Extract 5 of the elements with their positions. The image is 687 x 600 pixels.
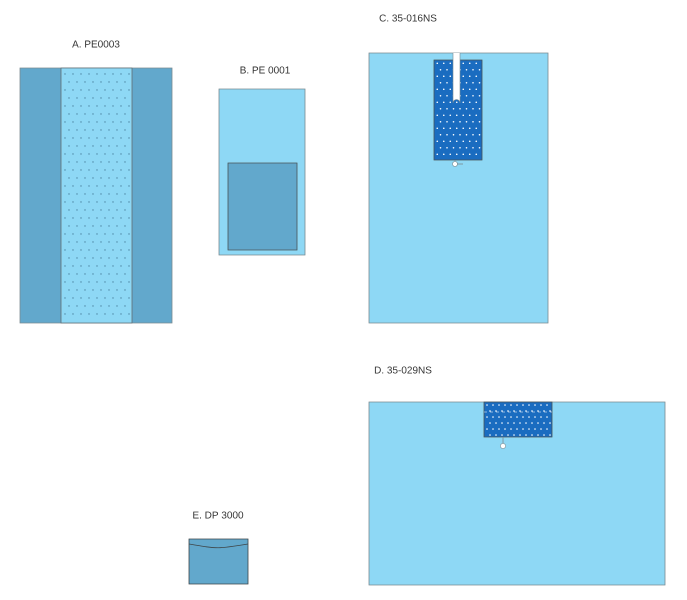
drape-heading: E. DP 3000 bbox=[193, 511, 244, 519]
drape-heading: A. PE0003 bbox=[72, 40, 120, 48]
drape-heading: D. 35-029NS bbox=[374, 366, 432, 374]
drape-heading: B. PE 0001 bbox=[240, 66, 290, 74]
drape-heading: C. 35-016NS bbox=[380, 14, 436, 22]
